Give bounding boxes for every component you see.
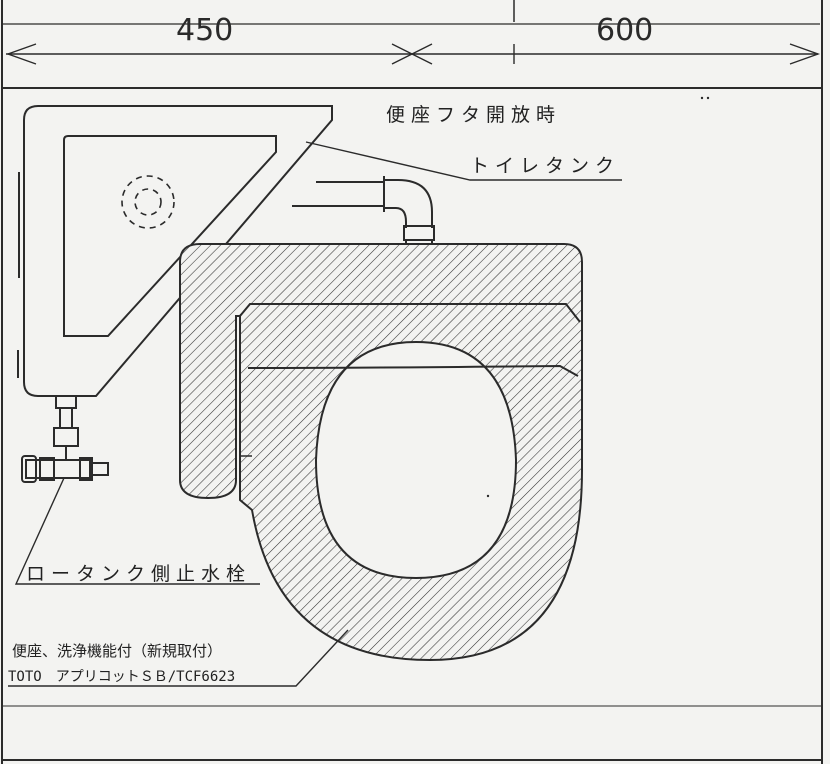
stop-valve-label: ロータンク側止水栓 — [26, 563, 251, 585]
toilet-seat — [179, 243, 583, 662]
leader-lines — [8, 141, 622, 687]
dimension-right-value: 600 — [596, 13, 653, 48]
seat-spec-label: 便座、洗浄機能付（新規取付） — [12, 642, 222, 660]
lid-open-label: 便座フタ開放時 — [386, 104, 561, 126]
supply-pipe — [292, 176, 435, 250]
dimension-left-value: 450 — [176, 13, 233, 48]
stray-marks — [486, 96, 710, 498]
stop-valve-icon — [21, 395, 109, 483]
seat-model-label: TOTO アプリコットＳＢ/TCF6623 — [8, 669, 235, 685]
dimension-line — [2, 0, 821, 65]
wall-edge — [17, 172, 20, 378]
flush-button-icon — [121, 175, 175, 229]
toilet-tank-label: トイレタンク — [470, 155, 620, 177]
